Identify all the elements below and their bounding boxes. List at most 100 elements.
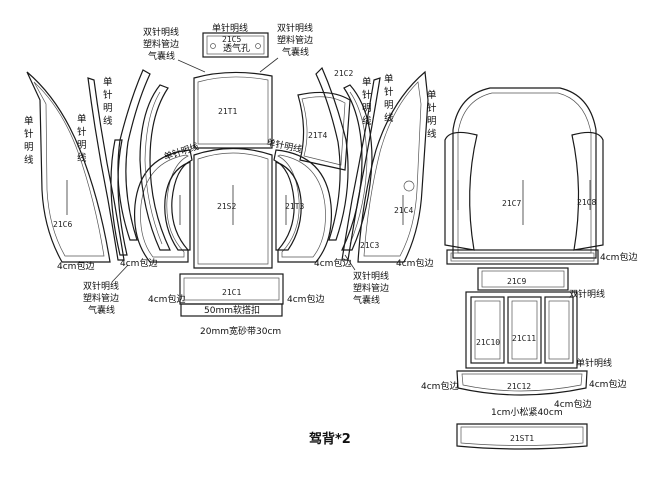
single-stitch-label-slant-right: 单针明线 [265, 136, 303, 155]
double-stitch-label-right: 双针明线 [569, 288, 605, 300]
double-stitch-annotation-bottom-left: 双针明线 塑料管边 气囊线 [83, 264, 129, 316]
piece-left-inner [164, 161, 191, 251]
single-stitch-char: 线 [103, 115, 113, 127]
double-stitch-line-2: 塑料管边 [83, 292, 119, 304]
single-stitch-char: 针 [384, 86, 394, 98]
piece-21C1: 21C1 [179, 273, 284, 305]
single-stitch-char: 单 [103, 76, 113, 88]
piece-left-curve-strip [87, 77, 125, 261]
single-stitch-char: 明 [362, 103, 372, 114]
binding-label-1: 4cm包边 [57, 260, 94, 272]
single-stitch-char: 单 [362, 76, 372, 88]
piece-21C7: 21C7 [452, 87, 597, 259]
single-stitch-label-right: 单针明线 [576, 357, 612, 369]
label-21C9: 21C9 [507, 277, 526, 286]
double-stitch-annotation-top-left: 双针明线 塑料管边 气囊线 [143, 26, 206, 73]
double-stitch-line-2: 塑料管边 [143, 38, 179, 50]
single-stitch-vertical-right-2: 单 针 明 线 [384, 73, 394, 124]
breathable-label: 透气孔 [223, 42, 250, 54]
label-21C2: 21C2 [334, 69, 353, 78]
single-stitch-char: 线 [362, 115, 372, 127]
double-stitch-line-1: 双针明线 [83, 280, 119, 292]
double-stitch-line-3: 气囊线 [353, 294, 380, 306]
binding-label-7: 4cm包边 [600, 251, 637, 263]
elastic-label: 1cm小松紧40cm [491, 406, 563, 418]
double-stitch-line-2: 塑料管边 [353, 282, 389, 294]
single-stitch-char: 明 [24, 142, 34, 153]
single-stitch-char: 明 [103, 103, 113, 114]
piece-21C4: 21C4 [357, 70, 429, 263]
label-21T1: 21T1 [218, 107, 237, 116]
label-21S2: 21S2 [217, 202, 236, 211]
binding-label-8: 4cm包边 [421, 380, 458, 392]
label-21C11: 21C11 [512, 334, 536, 343]
single-stitch-char: 单 [427, 89, 437, 101]
double-stitch-line-3: 气囊线 [282, 46, 309, 58]
piece-21T1: 21T1 [193, 71, 273, 149]
single-stitch-vertical-left-1: 单 针 明 线 [24, 115, 34, 166]
piece-21C12: 21C12 [456, 370, 588, 396]
label-21C3: 21C3 [360, 241, 379, 250]
piece-left-strip-2 [139, 84, 171, 251]
label-21C6: 21C6 [53, 220, 72, 229]
single-stitch-char: 线 [77, 152, 87, 164]
single-stitch-vertical-left-2: 单 针 明 线 [77, 113, 87, 164]
binding-label-10: 4cm包边 [554, 398, 591, 410]
double-stitch-line-3: 气囊线 [88, 304, 115, 316]
single-stitch-char: 线 [384, 112, 394, 124]
label-21C5: 21C5 [222, 35, 241, 44]
piece-21T4: 21T4 [297, 91, 351, 171]
velcro-strip: 50mm软搭扣 [180, 303, 283, 317]
piece-21C10-21C11: 21C10 21C11 [465, 291, 578, 369]
binding-label-6: 4cm包边 [396, 257, 433, 269]
single-stitch-label-top: 单针明线 [212, 22, 248, 34]
piece-21C2: 21C2 [315, 66, 353, 241]
single-stitch-char: 针 [362, 89, 372, 101]
piece-right-curve-strip [341, 77, 381, 261]
single-stitch-char: 针 [77, 126, 87, 138]
strap-label: 20mm宽砂带30cm [200, 325, 281, 337]
single-stitch-char: 针 [103, 89, 113, 101]
single-stitch-char: 单 [77, 113, 87, 125]
single-stitch-char: 单 [24, 115, 34, 127]
piece-left-strip-3 [110, 139, 128, 256]
diagram-title: 驾背*2 [309, 431, 351, 447]
single-stitch-char: 线 [427, 128, 437, 140]
single-stitch-char: 线 [24, 154, 34, 166]
single-stitch-char: 明 [77, 140, 87, 151]
label-21T4: 21T4 [308, 131, 327, 140]
double-stitch-line-1: 双针明线 [277, 22, 313, 34]
piece-21C5: 21C5 透气孔 [202, 32, 269, 58]
binding-label-2: 4cm包边 [120, 257, 157, 269]
piece-left-side-21C7 [444, 131, 478, 251]
single-stitch-char: 明 [427, 116, 437, 127]
double-stitch-line-1: 双针明线 [143, 26, 179, 38]
piece-21C6: 21C6 [26, 71, 111, 263]
binding-label-4: 4cm包边 [287, 293, 324, 305]
piece-left-strip-1 [117, 69, 151, 241]
piece-21S2: 21S2 [193, 147, 273, 269]
label-21C12: 21C12 [507, 382, 531, 391]
piece-21C8: 21C8 [571, 131, 604, 251]
double-stitch-annotation-bottom-right: 双针明线 塑料管边 气囊线 [344, 254, 389, 306]
label-21C1: 21C1 [222, 288, 241, 297]
label-21C10: 21C10 [476, 338, 500, 347]
label-21T3: 21T3 [285, 202, 304, 211]
double-stitch-line-3: 气囊线 [148, 50, 175, 62]
binding-label-5: 4cm包边 [314, 257, 351, 269]
label-21C7: 21C7 [502, 199, 521, 208]
binding-label-9: 4cm包边 [589, 378, 626, 390]
binding-label-3: 4cm包边 [148, 293, 185, 305]
single-stitch-char: 单 [384, 73, 394, 85]
velcro-label: 50mm软搭扣 [204, 304, 260, 316]
single-stitch-char: 针 [427, 102, 437, 114]
label-21C4: 21C4 [394, 206, 413, 215]
piece-21C9: 21C9 [477, 267, 569, 291]
binding-strip-21C7 [446, 249, 599, 265]
piece-21T3: 21T3 [273, 149, 333, 263]
piece-21ST1: 21ST1 [456, 423, 588, 450]
single-stitch-vertical-right-1: 单 针 明 线 [362, 76, 372, 127]
single-stitch-vertical-left-3: 单 针 明 线 [103, 76, 113, 127]
double-stitch-annotation-top-right: 双针明线 塑料管边 气囊线 [259, 22, 313, 73]
